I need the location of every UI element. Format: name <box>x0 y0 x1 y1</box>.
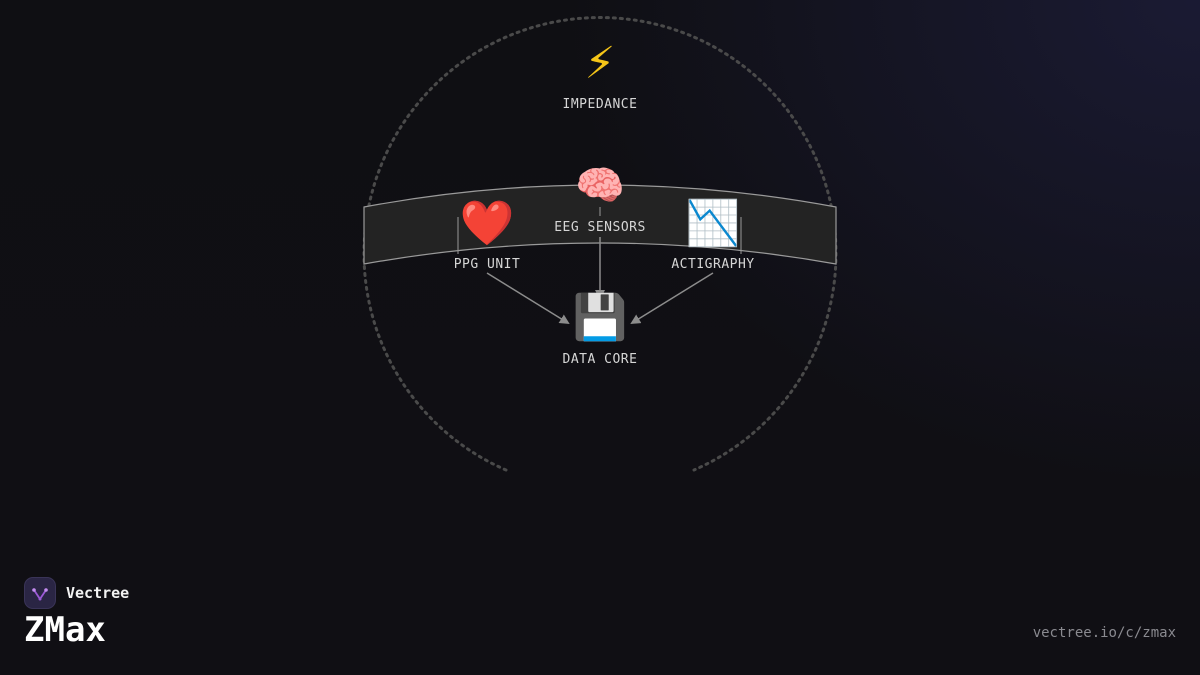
brand-name: Vectree <box>66 584 130 602</box>
brain-icon: 🧠 <box>575 163 625 209</box>
source-url[interactable]: vectree.io/c/zmax <box>1032 625 1176 641</box>
impedance-label: IMPEDANCE <box>562 97 638 112</box>
product-title: ZMax <box>24 610 106 650</box>
orbit-ring <box>362 16 838 472</box>
lightning-icon: ⚡ <box>584 38 616 89</box>
data-core-label: DATA CORE <box>562 352 638 367</box>
connector-actigraphy-to-core <box>630 272 714 325</box>
eeg-sensors-label: EEG SENSORS <box>554 220 646 235</box>
ppg-unit-label: PPG UNIT <box>453 257 521 272</box>
floppy-disk-icon: 💾 <box>572 292 628 343</box>
heart-icon: ❤️ <box>459 198 515 249</box>
chart-decreasing-icon: 📉 <box>685 198 741 249</box>
connector-ppg-to-core <box>486 272 570 325</box>
headband <box>363 184 837 265</box>
vectree-logo-mark <box>32 588 48 601</box>
actigraphy-label: ACTIGRAPHY <box>671 257 755 272</box>
vectree-logo <box>24 577 56 609</box>
